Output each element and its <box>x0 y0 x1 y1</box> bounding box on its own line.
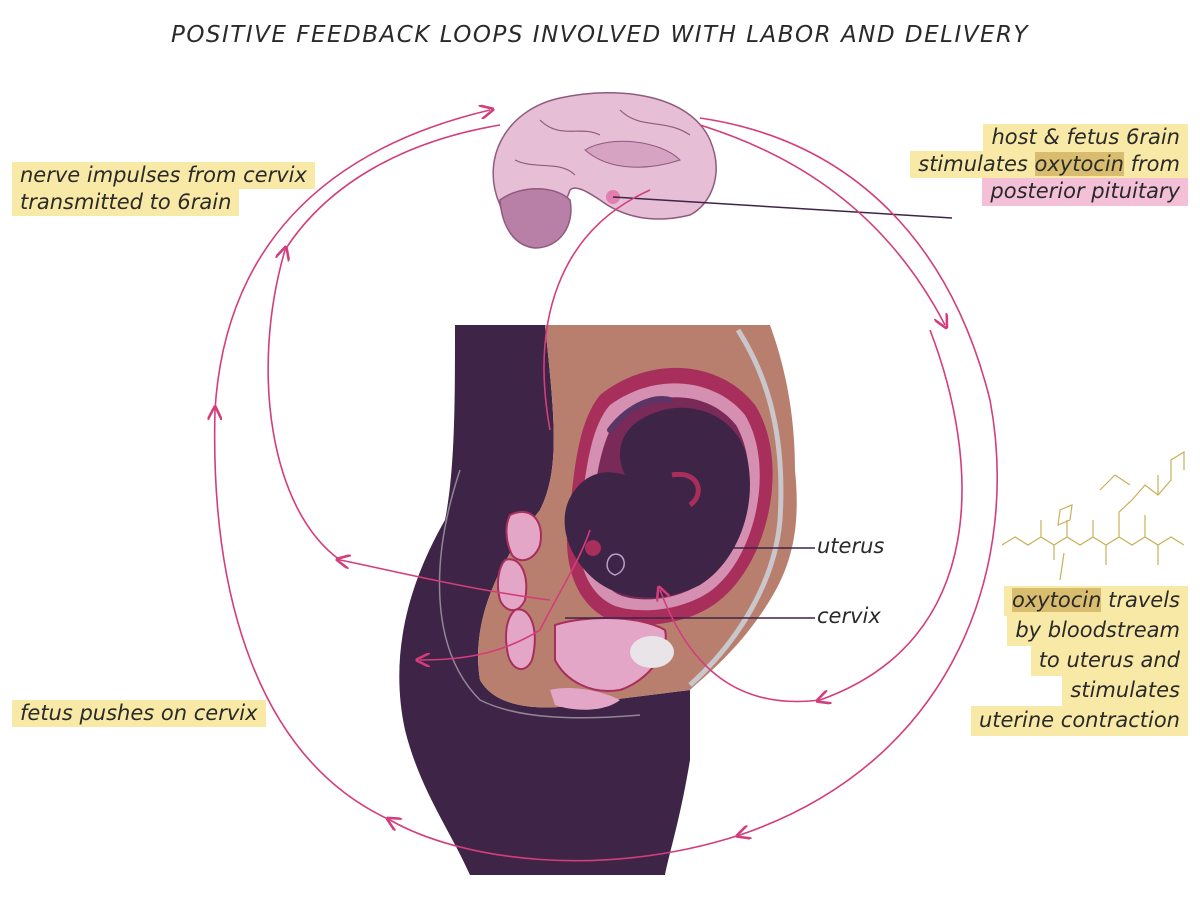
oxy-line-2: by bloodstream <box>1007 615 1188 646</box>
nerve-line-1: nerve impulses from cervix <box>12 162 315 190</box>
brain-illustration <box>492 92 953 249</box>
arrow-inner-top <box>543 189 651 431</box>
brain-line-2-pre: stimulates <box>918 152 1035 177</box>
oxy-line-1-post: travels <box>1101 588 1180 612</box>
label-oxytocin-travels: oxytocin travels by bloodstream to uteru… <box>970 586 1188 736</box>
arrow-outer-top <box>214 110 490 411</box>
pointer-lines <box>565 547 815 619</box>
oxy-line-1: oxytocin travels <box>1003 586 1188 616</box>
arrow-to-uterus <box>660 590 821 703</box>
arrow-cervix-out <box>340 560 551 601</box>
oxy-line-3: to uterus and <box>1030 645 1188 676</box>
oxy-line-4: stimulates <box>1062 675 1188 706</box>
pelvic-organs <box>496 510 674 710</box>
oxytocin-molecule <box>1001 450 1185 581</box>
label-nerve-impulses: nerve impulses from cervix transmitted t… <box>12 162 315 217</box>
oxy-line-1-oxytocin: oxytocin <box>1011 588 1102 612</box>
arrow-outer-bottom <box>390 820 741 862</box>
fetus-illustration <box>564 396 750 598</box>
arrow-nerve-to-brain <box>284 124 501 251</box>
uterus-label: uterus <box>817 534 885 558</box>
arrow-outer-left <box>215 410 391 821</box>
arrow-outer-right <box>699 117 999 835</box>
page-title: POSITIVE FEEDBACK LOOPS INVOLVED WITH LA… <box>170 22 1030 48</box>
label-oxytocin-release: host & fetus 6rain stimulates oxytocin f… <box>910 124 1188 206</box>
arrow-fetus-to-cervix <box>420 529 591 660</box>
brain-line-1: host & fetus 6rain <box>983 124 1188 152</box>
fetus-push-text: fetus pushes on cervix <box>12 700 266 728</box>
nerve-line-2: transmitted to 6rain <box>12 189 240 217</box>
brain-line-2-post: from <box>1123 152 1180 177</box>
brain-line-2-oxytocin: oxytocin <box>1034 152 1124 177</box>
brain-line-2: stimulates oxytocin from <box>910 151 1188 179</box>
cervix-label: cervix <box>817 604 881 628</box>
arrow-inner-right <box>820 329 963 700</box>
arrow-brain-to-pituitary <box>699 124 945 325</box>
arrow-nerve-up <box>267 250 341 561</box>
posterior-pituitary-label: posterior pituitary <box>982 178 1188 206</box>
oxy-line-5: uterine contraction <box>970 705 1188 736</box>
feedback-loop-arrows <box>214 110 999 862</box>
label-fetus-pushes: fetus pushes on cervix <box>12 700 266 728</box>
